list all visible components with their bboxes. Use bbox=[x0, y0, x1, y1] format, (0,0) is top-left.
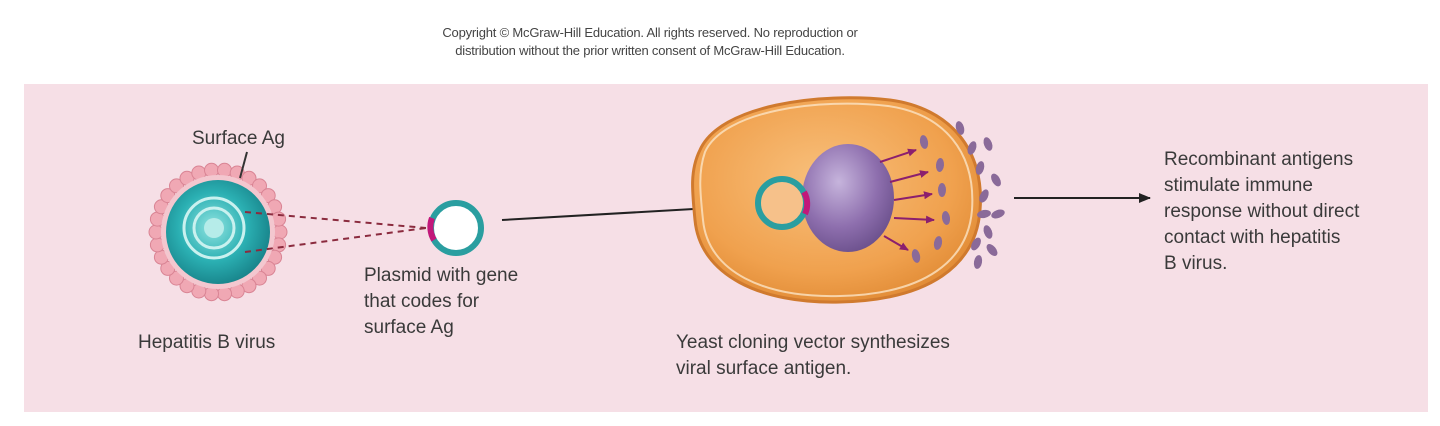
plasmid-label-line-3: surface Ag bbox=[364, 317, 454, 338]
virus-surface-spike bbox=[272, 224, 288, 240]
yeast-cell bbox=[691, 96, 982, 304]
recombinant-label-line-2: stimulate immune bbox=[1164, 175, 1313, 196]
hepatitis-b-label: Hepatitis B virus bbox=[138, 332, 276, 353]
recombinant-label-line-4: contact with hepatitis bbox=[1164, 227, 1341, 248]
recombinant-label: Recombinant antigens stimulate immune re… bbox=[1164, 147, 1424, 277]
virus-surface-spike bbox=[169, 178, 184, 194]
virus-surface-spike bbox=[252, 270, 267, 286]
surface-ag-label: Surface Ag bbox=[192, 128, 285, 149]
plasmid-in-yeast bbox=[755, 176, 811, 230]
recombinant-label-line-5: B virus. bbox=[1164, 253, 1228, 274]
copyright-notice: Copyright © McGraw-Hill Education. All r… bbox=[300, 24, 1000, 60]
nucleus bbox=[802, 144, 894, 252]
virus-surface-spike bbox=[252, 178, 267, 194]
surface-ag-pointer bbox=[239, 151, 248, 179]
plasmid-label: Plasmid with gene that codes for surface… bbox=[364, 263, 584, 341]
copyright-line-1: Copyright © McGraw-Hill Education. All r… bbox=[442, 25, 858, 40]
dashed-line-bottom bbox=[244, 227, 427, 253]
recombinant-label-line-1: Recombinant antigens bbox=[1164, 149, 1354, 170]
recombinant-label-line-3: response without direct bbox=[1164, 201, 1360, 222]
copyright-line-2: distribution without the prior written c… bbox=[455, 43, 845, 58]
antigen-synthesis-arrows bbox=[879, 148, 935, 251]
hepatitis-b-virus bbox=[148, 162, 288, 302]
plasmid-label-line-1: Plasmid with gene bbox=[364, 265, 519, 286]
virus-surface-spike bbox=[169, 270, 184, 286]
antigen-particles-inside bbox=[911, 135, 951, 263]
yeast-label-line-1: Yeast cloning vector synthesizes bbox=[676, 332, 950, 353]
virus-surface-spike bbox=[148, 224, 164, 240]
yeast-label-line-2: viral surface antigen. bbox=[676, 358, 852, 379]
plasmid bbox=[427, 200, 484, 256]
yeast-label: Yeast cloning vector synthesizes viral s… bbox=[676, 330, 1056, 382]
antigen-particles-outside bbox=[955, 121, 1005, 269]
dashed-line-top bbox=[244, 211, 427, 229]
plasmid-label-line-2: that codes for bbox=[364, 291, 480, 312]
